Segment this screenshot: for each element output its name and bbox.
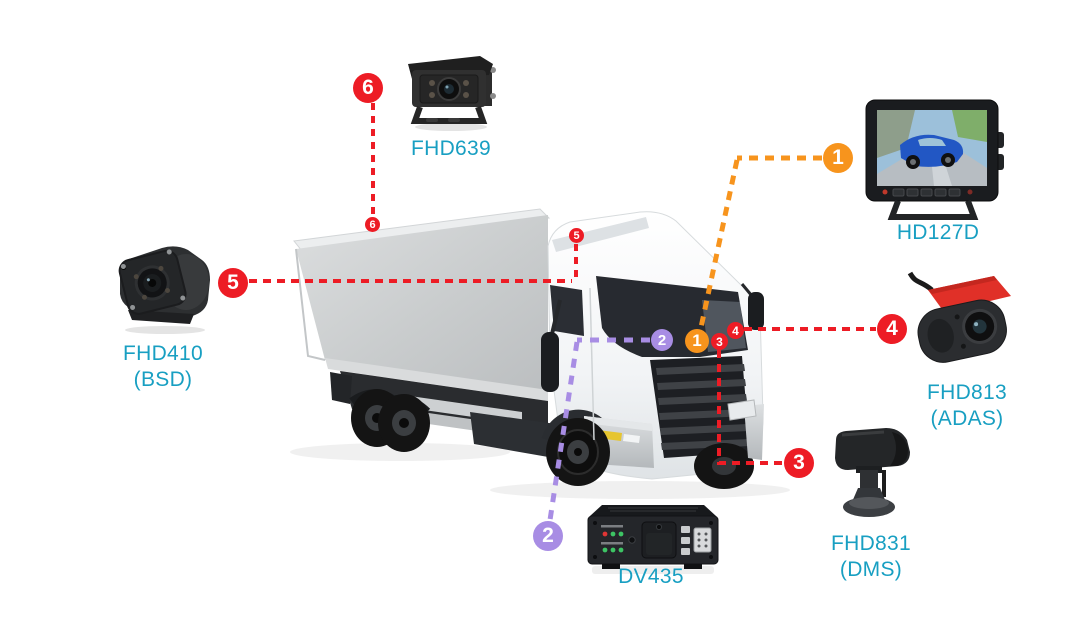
marker-4-small: 4 [727,322,744,339]
device-adas-camera: FHD813 (ADAS) [898,268,1018,430]
marker-2-small: 2 [651,329,673,351]
marker-1-large: 1 [823,143,853,173]
model-name: FHD831 [831,532,911,555]
line-3 [717,350,784,465]
device-label-fhd813: FHD813 (ADAS) [927,380,1007,432]
model-name: FHD410 [123,342,203,365]
model-name: HD127D [896,221,980,244]
marker-5-small: 5 [569,228,584,243]
device-label-hd127d: HD127D [897,220,979,246]
line-2-diagonal [547,341,580,521]
adhesive-pad [928,276,1011,312]
dvr-illustration [587,505,719,574]
device-front-camera: FHD639 [396,48,511,160]
device-dms-camera: FHD831 (DMS) [822,426,922,581]
marker-4-large: 4 [877,314,907,344]
marker-2-large: 2 [533,521,563,551]
marker-3-large: 3 [784,448,814,478]
marker-1-small: 1 [685,329,709,353]
model-variant: (BSD) [133,368,193,391]
marker-3-small: 3 [711,333,728,350]
status-led [610,531,616,537]
marker-5-large: 5 [218,268,248,298]
bsd-camera-illustration [118,246,210,334]
model-name: FHD813 [927,381,1007,404]
rear-camera-illustration [408,56,496,131]
model-variant: (ADAS) [930,407,1004,430]
device-label-dv435: DV435 [618,564,684,590]
device-dvr: DV435 [580,500,725,588]
device-label-fhd410: FHD410 (BSD) [123,341,203,393]
marker-6-small: 6 [365,217,380,232]
adas-camera-illustration [907,271,1011,363]
monitor-illustration [865,99,1004,220]
device-monitor: HD127D [860,96,1010,244]
device-label-fhd831: FHD831 (DMS) [831,531,911,583]
chassis-box [470,412,556,458]
model-name: DV435 [618,565,684,588]
line-1-diagonal [697,159,740,333]
headlight [727,399,757,421]
device-label-fhd639: FHD639 [411,136,491,162]
device-bsd-camera: FHD410 (BSD) [110,240,220,391]
power-led [602,531,608,537]
marker-6-large: 6 [353,73,383,103]
camera-cable [907,271,934,292]
model-name: FHD639 [411,137,491,160]
dms-camera-illustration [835,428,910,517]
model-variant: (DMS) [839,558,903,581]
